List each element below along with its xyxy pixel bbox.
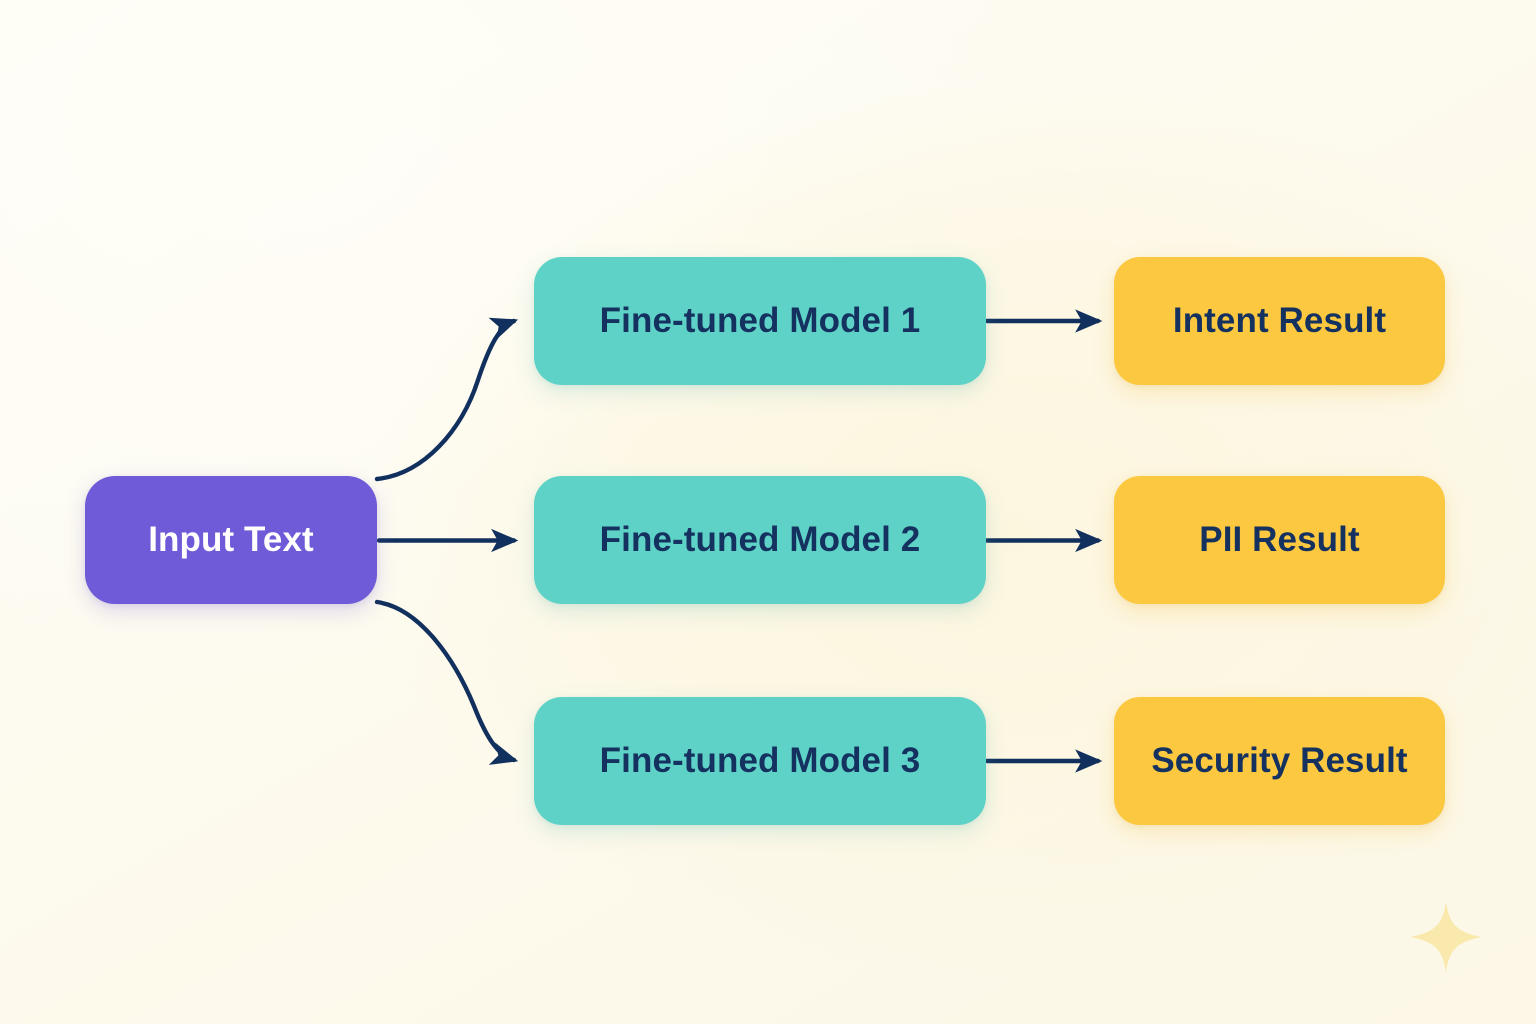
edge-input-to-model-1 bbox=[374, 317, 519, 482]
node-fine-tuned-model-3-label: Fine-tuned Model 3 bbox=[599, 740, 921, 780]
node-input-text-label: Input Text bbox=[148, 519, 314, 559]
edge-input-to-model-3 bbox=[374, 599, 519, 765]
node-fine-tuned-model-1-label: Fine-tuned Model 1 bbox=[599, 300, 921, 340]
node-fine-tuned-model-3[interactable]: Fine-tuned Model 3 bbox=[534, 697, 986, 825]
node-security-result-label: Security Result bbox=[1151, 740, 1408, 780]
sparkle-icon bbox=[1410, 901, 1482, 973]
node-fine-tuned-model-1[interactable]: Fine-tuned Model 1 bbox=[534, 257, 986, 385]
node-input-text[interactable]: Input Text bbox=[85, 476, 377, 604]
node-fine-tuned-model-2[interactable]: Fine-tuned Model 2 bbox=[534, 476, 986, 604]
node-intent-result[interactable]: Intent Result bbox=[1114, 257, 1445, 385]
node-security-result[interactable]: Security Result bbox=[1114, 697, 1445, 825]
node-intent-result-label: Intent Result bbox=[1172, 300, 1387, 340]
node-fine-tuned-model-2-label: Fine-tuned Model 2 bbox=[599, 519, 921, 559]
node-pii-result-label: PII Result bbox=[1199, 519, 1360, 559]
node-pii-result[interactable]: PII Result bbox=[1114, 476, 1445, 604]
